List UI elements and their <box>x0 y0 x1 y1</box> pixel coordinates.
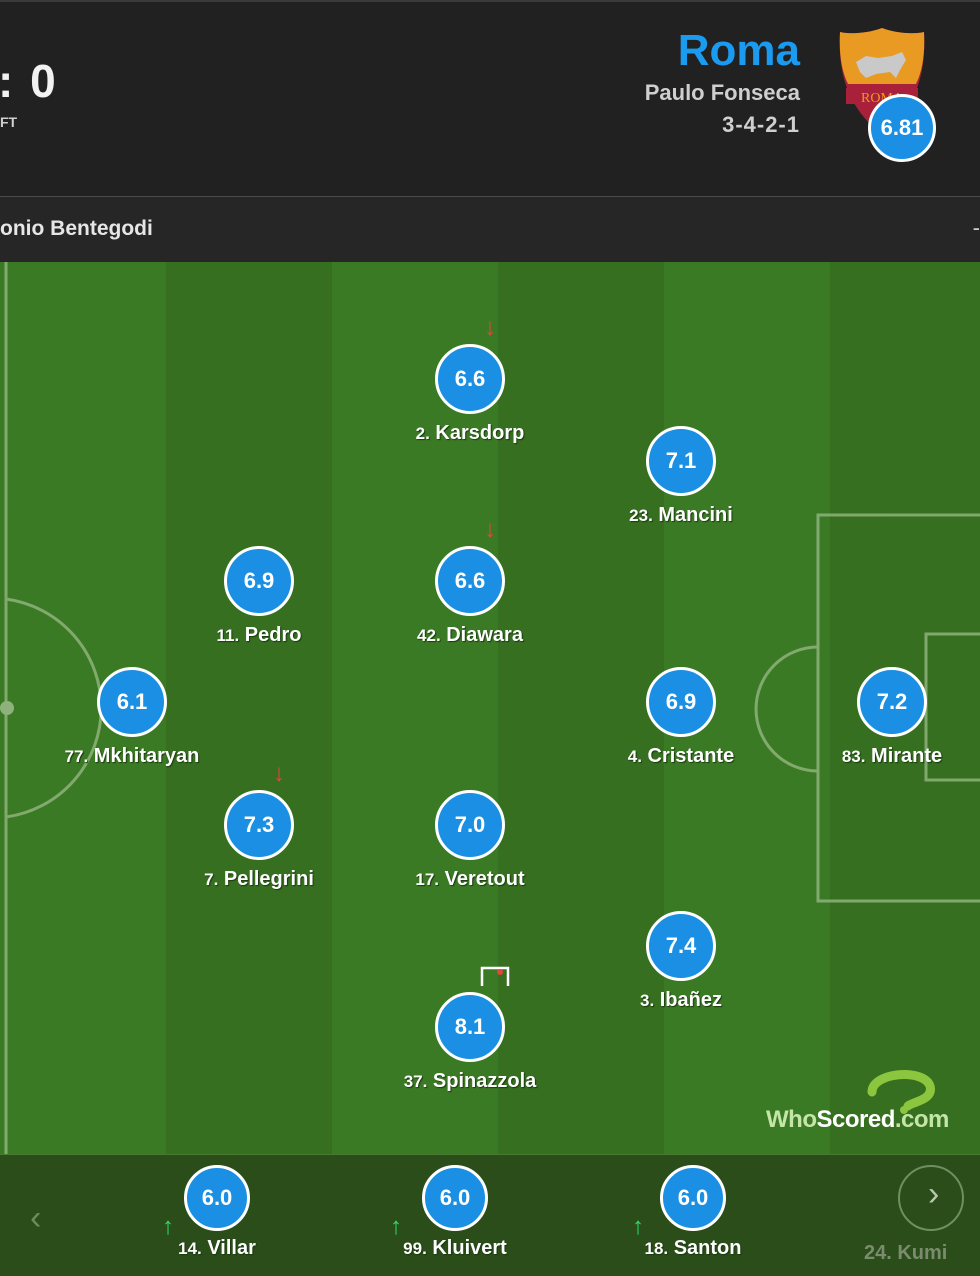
player-mkhitaryan[interactable]: 6.1 77. Mkhitaryan <box>32 667 232 768</box>
player-spinazzola[interactable]: 8.1 37. Spinazzola <box>370 992 570 1093</box>
venue-name: onio Bentegodi <box>0 217 153 240</box>
team-name[interactable]: Roma <box>677 26 800 75</box>
player-rating: 6.0 <box>184 1165 250 1231</box>
substitute-santon[interactable]: 6.0 18. Santon <box>603 1165 783 1260</box>
player-rating: 6.6 <box>435 344 505 414</box>
substitution-on-icon: ↑ <box>390 1213 402 1240</box>
player-name: 17. Veretout <box>415 868 525 890</box>
substitution-on-icon: ↑ <box>632 1213 644 1240</box>
player-rating: 6.6 <box>435 546 505 616</box>
player-cristante[interactable]: 6.9 4. Cristante <box>581 667 781 768</box>
question-mark-logo-icon <box>867 1070 935 1114</box>
scroll-right-button[interactable]: › <box>898 1165 964 1231</box>
substitutes-bar: ‹ ↑ 6.0 14. Villar ↑ 6.0 99. Kluivert ↑ … <box>0 1154 980 1276</box>
match-header: : 0 FT Roma Paulo Fonseca 3-4-2-1 ROMA 6… <box>0 0 980 196</box>
player-name: 83. Mirante <box>841 745 943 767</box>
player-rating: 6.1 <box>97 667 167 737</box>
player-name: 18. Santon <box>644 1237 742 1259</box>
player-name: 99. Kluivert <box>403 1237 507 1259</box>
player-rating: 6.9 <box>224 546 294 616</box>
substitution-off-icon: ↓ <box>273 760 285 787</box>
player-rating: 6.0 <box>422 1165 488 1231</box>
whoscored-watermark: WhoScored.com <box>766 1070 966 1140</box>
chevron-right-icon: › <box>928 1175 940 1213</box>
player-name: 14. Villar <box>178 1237 256 1259</box>
player-rating: 7.3 <box>224 790 294 860</box>
player-name: 77. Mkhitaryan <box>64 745 200 767</box>
player-rating: 6.0 <box>660 1165 726 1231</box>
scroll-left-button[interactable]: ‹ <box>30 1199 42 1237</box>
player-pedro[interactable]: 6.9 11. Pedro <box>159 546 359 647</box>
roma-crest-icon: ROMA <box>839 28 925 134</box>
player-ibanez[interactable]: 7.4 3. Ibañez <box>581 911 781 1012</box>
player-karsdorp[interactable]: 6.6 2. Karsdorp <box>370 344 570 445</box>
pitch: ↓ 6.6 2. Karsdorp 7.1 23. Mancini 6.9 11… <box>0 262 980 1154</box>
player-rating: 7.1 <box>646 426 716 496</box>
player-rating: 6.9 <box>646 667 716 737</box>
player-name: 42. Diawara <box>417 624 523 646</box>
player-name: 7. Pellegrini <box>204 868 314 890</box>
player-rating: 8.1 <box>435 992 505 1062</box>
venue-trailing: - <box>972 215 980 240</box>
substitution-off-icon: ↓ <box>484 314 496 341</box>
match-status: FT <box>0 114 18 130</box>
player-veretout[interactable]: 7.0 17. Veretout <box>370 790 570 891</box>
substitution-on-icon: ↑ <box>162 1213 174 1240</box>
player-name: 4. Cristante <box>627 745 735 767</box>
team-manager: Paulo Fonseca <box>644 80 800 105</box>
player-mancini[interactable]: 7.1 23. Mancini <box>581 426 781 527</box>
player-pellegrini[interactable]: 7.3 7. Pellegrini <box>159 790 359 891</box>
watermark-text: WhoScored.com <box>766 1106 949 1133</box>
player-rating: 7.0 <box>435 790 505 860</box>
substitute-villar[interactable]: 6.0 14. Villar <box>127 1165 307 1260</box>
player-diawara[interactable]: 6.6 42. Diawara <box>370 546 570 647</box>
goal-post-icon <box>480 966 510 986</box>
player-name: 11. Pedro <box>216 624 302 646</box>
player-name: 37. Spinazzola <box>403 1070 537 1092</box>
substitute-partially-hidden[interactable]: 24. Kumi <box>864 1242 948 1264</box>
player-name: 3. Ibañez <box>640 989 722 1011</box>
team-formation: 3-4-2-1 <box>722 112 800 137</box>
player-name: 23. Mancini <box>629 504 733 526</box>
player-mirante[interactable]: 7.2 83. Mirante <box>792 667 980 768</box>
match-score: : 0 <box>0 55 58 107</box>
player-rating: 7.2 <box>857 667 927 737</box>
venue-bar: onio Bentegodi - <box>0 196 980 262</box>
substitute-kluivert[interactable]: 6.0 99. Kluivert <box>365 1165 545 1260</box>
substitution-off-icon: ↓ <box>484 516 496 543</box>
player-name: 2. Karsdorp <box>415 422 525 444</box>
player-rating: 7.4 <box>646 911 716 981</box>
team-rating-badge: 6.81 <box>868 94 936 162</box>
